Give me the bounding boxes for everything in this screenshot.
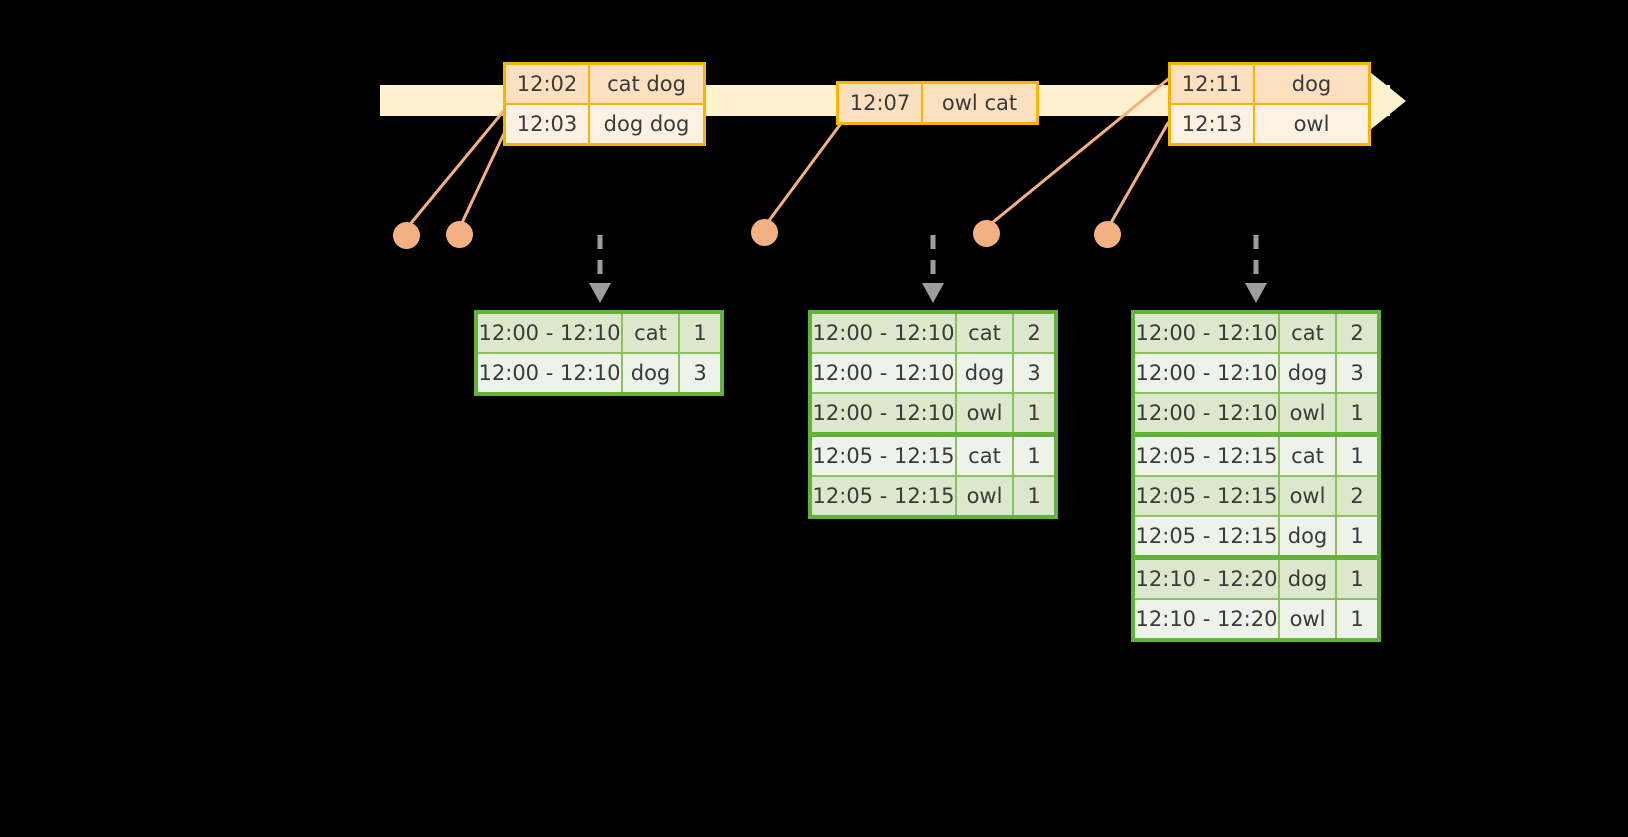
cell-count: 1 (1337, 517, 1377, 555)
event-row: 12:02 cat dog (506, 65, 703, 103)
connector-2 (458, 123, 510, 229)
cell-window: 12:05 - 12:15 (812, 477, 957, 515)
cell-word: owl (1280, 394, 1337, 432)
cell-word: dog (1280, 517, 1337, 555)
event-dot-5 (1094, 221, 1121, 248)
event-row: 12:03 dog dog (506, 103, 703, 143)
cell-window: 12:00 - 12:10 (812, 314, 957, 352)
cell-window: 12:00 - 12:10 (1135, 314, 1280, 352)
timeline-arrowhead (1370, 72, 1406, 130)
cell-word: dog (623, 354, 680, 392)
cell-window: 12:05 - 12:15 (1135, 477, 1280, 515)
event-dot-1 (393, 222, 420, 249)
cell-word: cat (1280, 437, 1337, 475)
cell-word: owl (957, 477, 1014, 515)
event-time: 12:03 (506, 105, 590, 143)
cell-count: 1 (1337, 600, 1377, 638)
cell-count: 1 (1014, 477, 1054, 515)
cell-count: 3 (680, 354, 720, 392)
event-words: cat dog (590, 65, 703, 103)
cell-window: 12:00 - 12:10 (1135, 354, 1280, 392)
cell-window: 12:00 - 12:10 (478, 314, 623, 352)
cell-word: cat (957, 437, 1014, 475)
cell-count: 2 (1337, 314, 1377, 352)
cell-count: 1 (1014, 394, 1054, 432)
cell-word: cat (623, 314, 680, 352)
event-row: 12:07 owl cat (839, 84, 1036, 122)
cell-window: 12:05 - 12:15 (1135, 517, 1280, 555)
cell-window: 12:00 - 12:10 (1135, 394, 1280, 432)
connector-5 (1106, 121, 1170, 230)
cell-count: 3 (1337, 354, 1377, 392)
cell-window: 12:10 - 12:20 (1135, 600, 1280, 638)
cell-window: 12:00 - 12:10 (812, 394, 957, 432)
cell-window: 12:05 - 12:15 (812, 437, 957, 475)
event-dot-3 (751, 219, 778, 246)
event-words: dog (1255, 65, 1368, 103)
event-time: 12:11 (1171, 65, 1255, 103)
event-dot-2 (446, 221, 473, 248)
cell-word: dog (1280, 560, 1337, 598)
event-time: 12:02 (506, 65, 590, 103)
cell-count: 1 (1337, 560, 1377, 598)
cell-word: owl (1280, 477, 1337, 515)
event-words: dog dog (590, 105, 703, 143)
cell-word: owl (1280, 600, 1337, 638)
cell-word: dog (957, 354, 1014, 392)
timeline-event-box-2[interactable]: 12:07 owl cat (836, 81, 1039, 125)
cell-window: 12:00 - 12:10 (812, 354, 957, 392)
emit-arrow-1-head (589, 283, 611, 303)
cell-word: owl (957, 394, 1014, 432)
cell-word: cat (1280, 314, 1337, 352)
cell-count: 1 (1014, 437, 1054, 475)
event-words: owl cat (923, 84, 1036, 122)
event-row: 12:13 owl (1171, 103, 1368, 143)
event-time: 12:07 (839, 84, 923, 122)
timeline-event-box-1[interactable]: 12:02 cat dog 12:03 dog dog (503, 62, 706, 146)
emit-arrow-3-head (1245, 283, 1267, 303)
cell-count: 1 (1337, 394, 1377, 432)
event-row: 12:11 dog (1171, 65, 1368, 103)
cell-count: 2 (1337, 477, 1377, 515)
emit-arrow-2-head (922, 283, 944, 303)
event-time: 12:13 (1171, 105, 1255, 143)
connector-3 (763, 116, 847, 228)
cell-count: 2 (1014, 314, 1054, 352)
cell-count: 1 (680, 314, 720, 352)
cell-count: 1 (1337, 437, 1377, 475)
cell-count: 3 (1014, 354, 1054, 392)
cell-window: 12:00 - 12:10 (478, 354, 623, 392)
cell-window: 12:10 - 12:20 (1135, 560, 1280, 598)
cell-word: cat (957, 314, 1014, 352)
timeline-event-box-3[interactable]: 12:11 dog 12:13 owl (1168, 62, 1371, 146)
event-words: owl (1255, 105, 1368, 143)
cell-window: 12:05 - 12:15 (1135, 437, 1280, 475)
event-dot-4 (973, 220, 1000, 247)
cell-word: dog (1280, 354, 1337, 392)
